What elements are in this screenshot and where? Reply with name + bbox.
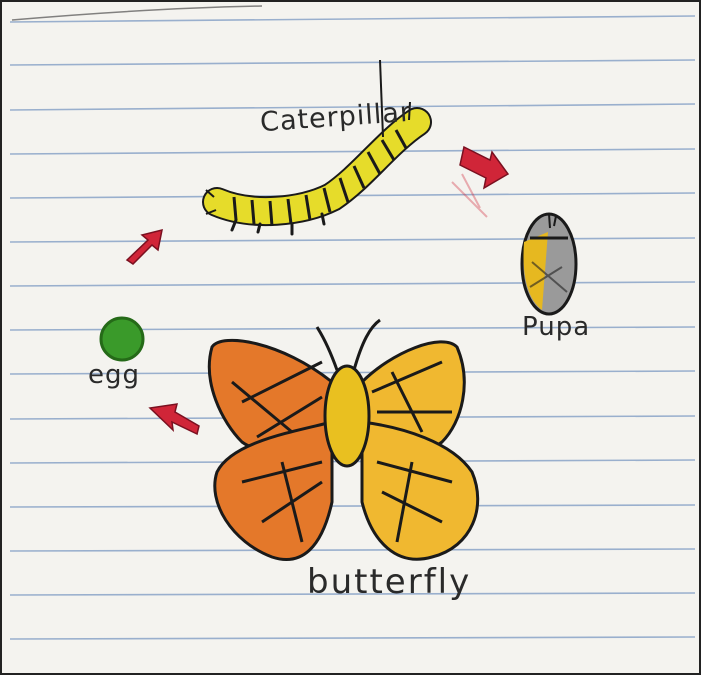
egg-icon	[101, 318, 143, 360]
caterpillar-icon	[206, 60, 417, 234]
pupa-icon	[522, 214, 576, 314]
butterfly-label: butterfly	[307, 562, 471, 602]
egg-label: egg	[88, 360, 140, 390]
pupa-label: Pupa	[522, 312, 590, 342]
butterfly-icon	[209, 320, 477, 560]
